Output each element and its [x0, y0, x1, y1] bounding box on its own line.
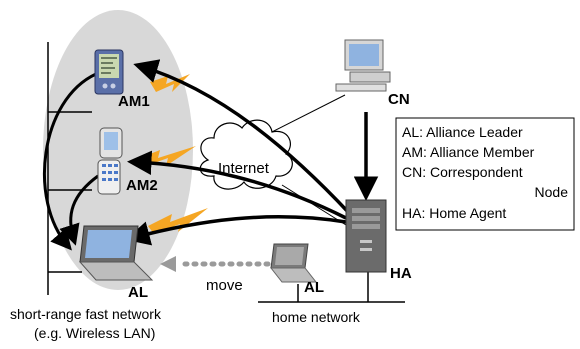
am1-pda-icon	[94, 49, 124, 95]
am2-label: AM2	[126, 177, 158, 194]
legend-item-ha: HA: Home Agent	[402, 205, 506, 221]
home-network-label: home network	[272, 309, 361, 325]
legend-item-am: AM: Alliance Member	[402, 144, 535, 160]
move-arrow	[160, 256, 271, 272]
arrow-am1-al	[42, 72, 97, 251]
link-cn-internet	[259, 94, 346, 139]
arrow-ha-am1	[133, 59, 352, 216]
cn-label: CN	[388, 91, 410, 108]
legend-item-cn: CN: Correspondent	[402, 164, 523, 180]
legend-item-al: AL: Alliance Leader	[402, 124, 523, 140]
al-home-laptop-icon	[269, 243, 318, 283]
short-range-network-label-line1: short-range fast network	[10, 306, 162, 322]
ha-server-icon	[345, 199, 387, 273]
internet-label: Internet	[218, 160, 270, 177]
legend: AL: Alliance Leader AM: Alliance Member …	[395, 117, 575, 231]
lightning-am1	[150, 74, 190, 92]
am2-phone-icon	[97, 127, 123, 195]
cn-desktop-icon	[335, 39, 391, 92]
move-label: move	[206, 277, 243, 294]
al-local-label: AL	[128, 284, 148, 301]
arrow-ha-al	[125, 215, 347, 246]
short-range-network-label-line2: (e.g. Wireless LAN)	[34, 325, 155, 341]
arrow-am2-al	[59, 174, 99, 246]
ha-label: HA	[390, 265, 412, 282]
am1-label: AM1	[118, 93, 150, 110]
legend-item-cn-continued: Node	[535, 184, 569, 200]
arrow-ha-am2	[127, 150, 347, 220]
al-home-label: AL	[304, 279, 324, 296]
lightning-al	[148, 208, 208, 234]
al-laptop-icon	[78, 225, 154, 281]
lightning-am2	[140, 146, 196, 166]
